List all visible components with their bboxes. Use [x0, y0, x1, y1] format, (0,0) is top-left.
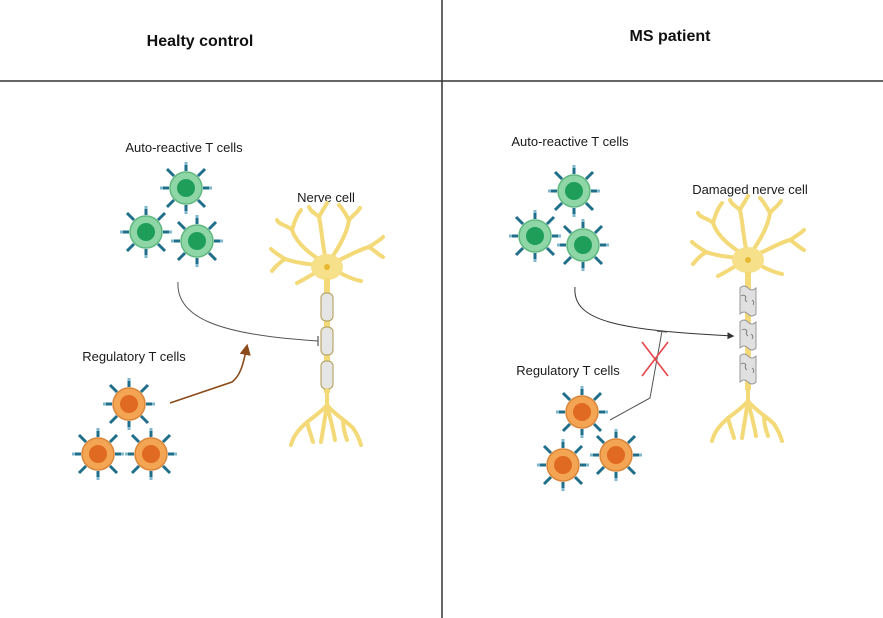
right-autoreactive-cell-1	[548, 165, 600, 217]
right-neuron-soma	[690, 194, 806, 278]
right-autoreactive-cell-3	[557, 219, 609, 271]
right-regulatory-failed-inhibition-line	[609, 330, 663, 421]
left-panel-title: Healty control	[147, 33, 254, 50]
left-regulatory-label: Regulatory T cells	[82, 349, 186, 364]
left-nerve-label: Nerve cell	[297, 190, 355, 205]
right-regulatory-cell-1	[556, 386, 608, 438]
right-nerve-label: Damaged nerve cell	[692, 182, 808, 197]
left-regulatory-cell-3	[125, 428, 177, 480]
right-panel-title: MS patient	[630, 28, 712, 45]
right-autoreactive-attack-arrow	[574, 286, 735, 340]
right-damaged-myelin-segment-2	[739, 319, 757, 351]
left-regulatory-cell-1	[103, 378, 155, 430]
left-autoreactive-cell-cluster	[120, 162, 223, 267]
left-autoreactive-cell-2	[120, 206, 172, 258]
left-regulatory-activation-arrow	[169, 343, 251, 404]
right-autoreactive-cell-2	[509, 210, 561, 262]
left-neuron-soma	[269, 201, 385, 285]
right-regulatory-cell-2	[537, 439, 589, 491]
left-autoreactive-inhibition-line	[177, 281, 319, 342]
left-autoreactive-cell-3	[171, 215, 223, 267]
left-myelin-segment-2	[320, 326, 334, 356]
left-myelin-segment-1	[320, 292, 334, 322]
right-regulatory-cell-3	[590, 429, 642, 481]
right-damaged-myelin-segment-1	[739, 285, 757, 317]
right-autoreactive-label: Auto-reactive T cells	[511, 134, 629, 149]
left-nerve-cell	[269, 201, 385, 447]
right-failed-inhibition-bar	[656, 330, 668, 333]
left-myelin-segment-3	[320, 360, 334, 390]
right-regulatory-cell-cluster	[537, 386, 642, 491]
right-autoreactive-cell-cluster	[509, 165, 609, 271]
block-cross-icon	[641, 341, 669, 377]
left-panel: Healty control Auto-reactive T cells Ner…	[72, 33, 385, 480]
left-regulatory-cell-cluster	[72, 378, 177, 480]
left-autoreactive-cell-1	[160, 162, 212, 214]
right-damaged-myelin-segment-3	[739, 353, 757, 385]
right-panel: MS patient Auto-reactive T cells Damaged…	[509, 28, 808, 491]
left-autoreactive-label: Auto-reactive T cells	[125, 140, 243, 155]
left-regulatory-cell-2	[72, 428, 124, 480]
right-axon-terminal	[710, 384, 784, 443]
left-axon-terminal	[289, 388, 363, 447]
right-regulatory-label: Regulatory T cells	[516, 363, 620, 378]
right-damaged-nerve-cell	[690, 194, 806, 443]
